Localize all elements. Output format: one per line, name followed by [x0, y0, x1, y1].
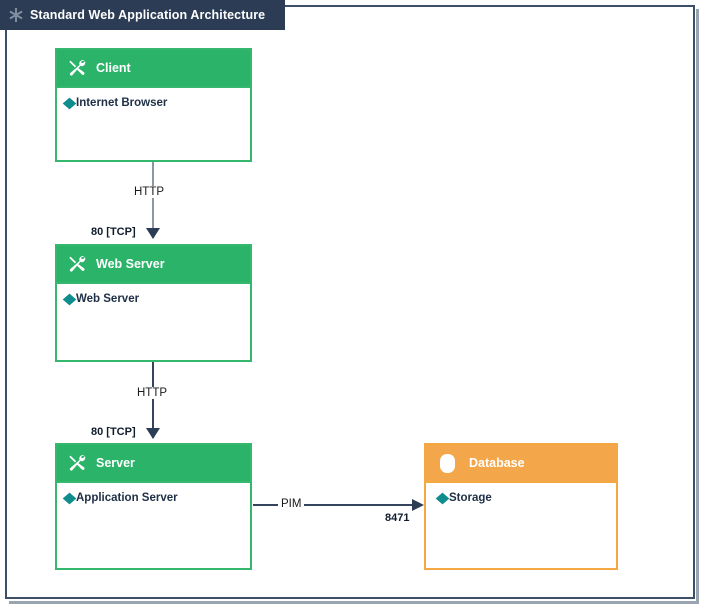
- node-web-server-header: Web Server: [57, 246, 250, 282]
- node-database-body: Storage: [426, 481, 616, 568]
- node-server-header: Server: [57, 445, 250, 481]
- connector-server-to-database-line: [253, 504, 420, 506]
- tools-icon: [67, 254, 87, 274]
- artifact-label: Web Server: [76, 293, 140, 305]
- connector-server-to-database-port-label: 8471: [382, 512, 413, 524]
- node-client-header: Client: [57, 50, 250, 86]
- connector-web-server-to-server-line: [152, 361, 154, 438]
- artifact-application-server[interactable]: Application Server: [62, 492, 250, 504]
- connector-server-to-database-protocol-label: PIM: [278, 498, 305, 510]
- node-database-header: Database: [426, 445, 616, 481]
- artifact-storage[interactable]: Storage: [435, 492, 616, 504]
- connector-client-to-web-server-line: [152, 161, 154, 238]
- node-client[interactable]: Client Internet Browser: [55, 48, 252, 162]
- connector-client-to-web-server-arrowhead: [146, 228, 160, 239]
- artifact-label: Storage: [449, 492, 492, 504]
- node-web-server-body: Web Server: [57, 282, 250, 360]
- node-server-title: Server: [96, 456, 135, 470]
- artifact-label: Application Server: [76, 492, 178, 504]
- diamond-icon: [62, 97, 77, 109]
- artifact-label: Internet Browser: [76, 97, 168, 109]
- snowflake-icon: [9, 8, 23, 22]
- node-client-body: Internet Browser: [57, 86, 250, 160]
- node-database[interactable]: Database Storage: [424, 443, 618, 570]
- diamond-icon: [62, 492, 77, 504]
- diagram-frame-shadow-bottom: [9, 601, 699, 604]
- connector-web-server-to-server-protocol-label: HTTP: [134, 387, 171, 399]
- artifact-web-server[interactable]: Web Server: [62, 293, 250, 305]
- node-web-server[interactable]: Web Server Web Server: [55, 244, 252, 362]
- connector-web-server-to-server-port-label: 80 [TCP]: [88, 426, 139, 438]
- diamond-icon: [62, 293, 77, 305]
- tools-icon: [67, 453, 87, 473]
- connector-server-to-database-arrowhead: [412, 499, 424, 511]
- diamond-icon: [435, 492, 450, 504]
- node-server-body: Application Server: [57, 481, 250, 568]
- artifact-internet-browser[interactable]: Internet Browser: [62, 97, 250, 109]
- diagram-frame-shadow-right: [696, 9, 699, 604]
- node-database-title: Database: [469, 456, 525, 470]
- tools-icon: [67, 58, 87, 78]
- connector-client-to-web-server-port-label: 80 [TCP]: [88, 226, 139, 238]
- page-title: Standard Web Application Architecture: [30, 8, 266, 22]
- connector-web-server-to-server-arrowhead: [146, 428, 160, 439]
- diagram-title-bar: Standard Web Application Architecture: [0, 0, 285, 30]
- node-client-title: Client: [96, 61, 131, 75]
- database-cylinder-icon: [440, 453, 455, 473]
- node-server[interactable]: Server Application Server: [55, 443, 252, 570]
- node-web-server-title: Web Server: [96, 257, 165, 271]
- connector-client-to-web-server-protocol-label: HTTP: [131, 186, 168, 198]
